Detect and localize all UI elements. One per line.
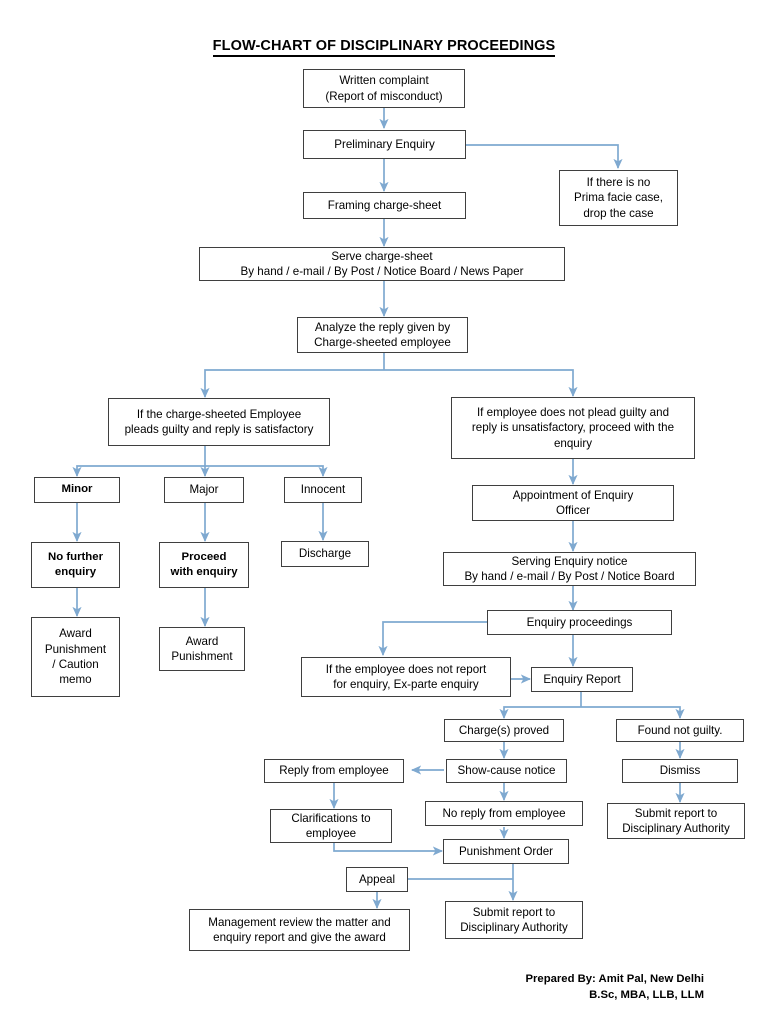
node-preliminary-enquiry[interactable]: Preliminary Enquiry [303,130,466,159]
node-not-plead-guilty-label: If employee does not plead guilty and re… [471,406,675,450]
node-appointment-enquiry-officer[interactable]: Appointment of Enquiry Officer [472,485,674,521]
node-enquiry-report[interactable]: Enquiry Report [531,667,633,692]
node-ex-parte-enquiry[interactable]: If the employee does not report for enqu… [301,657,511,697]
node-discharge-label: Discharge [298,547,352,561]
node-proceed-with-enquiry[interactable]: Proceed with enquiry [159,542,249,588]
node-serving-enquiry-notice[interactable]: Serving Enquiry notice By hand / e-mail … [443,552,696,586]
credit-line-2: B.Sc, MBA, LLB, LLM [589,989,704,1002]
node-no-further-enquiry[interactable]: No further enquiry [31,542,120,588]
node-punishment-order-label: Punishment Order [458,844,554,858]
node-award-punishment-label: Award Punishment [171,634,233,663]
node-dismiss[interactable]: Dismiss [622,759,738,783]
node-written-complaint-label: Written complaint (Report of misconduct) [325,74,443,103]
node-no-reply-from-employee-label: No reply from employee [442,806,566,820]
node-appointment-enquiry-officer-label: Appointment of Enquiry Officer [512,488,634,517]
node-enquiry-proceedings[interactable]: Enquiry proceedings [487,610,672,635]
node-clarifications-to-employee-label: Clarifications to employee [291,811,371,840]
node-clarifications-to-employee[interactable]: Clarifications to employee [270,809,392,843]
node-show-cause-notice-label: Show-cause notice [457,764,556,778]
node-charges-proved[interactable]: Charge(s) proved [444,719,564,742]
node-found-not-guilty-label: Found not guilty. [637,723,723,737]
node-analyze-reply-label: Analyze the reply given by Charge-sheete… [314,320,451,349]
node-enquiry-report-label: Enquiry Report [543,672,621,686]
node-award-punishment-caution-label: Award Punishment / Caution memo [44,627,107,687]
node-award-punishment[interactable]: Award Punishment [159,627,245,671]
node-found-not-guilty[interactable]: Found not guilty. [616,719,744,742]
node-dismiss-label: Dismiss [659,764,701,778]
node-no-prima-facie[interactable]: If there is no Prima facie case, drop th… [559,170,678,226]
node-innocent[interactable]: Innocent [284,477,362,503]
node-minor[interactable]: Minor [34,477,120,503]
node-not-plead-guilty[interactable]: If employee does not plead guilty and re… [451,397,695,459]
node-appeal[interactable]: Appeal [346,867,408,892]
node-preliminary-enquiry-label: Preliminary Enquiry [334,137,435,151]
node-innocent-label: Innocent [300,483,346,497]
node-reply-from-employee-label: Reply from employee [279,764,389,778]
node-major[interactable]: Major [164,477,244,503]
node-submit-report-right[interactable]: Submit report to Disciplinary Authority [607,803,745,839]
node-management-review[interactable]: Management review the matter and enquiry… [189,909,410,951]
node-serve-charge-sheet-label: Serve charge-sheet By hand / e-mail / By… [240,249,524,278]
node-minor-label: Minor [61,483,93,496]
node-ex-parte-enquiry-label: If the employee does not report for enqu… [325,662,487,691]
node-submit-report-right-label: Submit report to Disciplinary Authority [622,806,730,835]
node-written-complaint[interactable]: Written complaint (Report of misconduct) [303,69,465,108]
node-major-label: Major [189,483,219,497]
node-submit-report-bottom[interactable]: Submit report to Disciplinary Authority [445,901,583,939]
node-no-further-enquiry-label: No further enquiry [47,550,104,578]
node-punishment-order[interactable]: Punishment Order [443,839,569,864]
node-analyze-reply[interactable]: Analyze the reply given by Charge-sheete… [297,317,468,353]
node-no-reply-from-employee[interactable]: No reply from employee [425,801,583,826]
node-submit-report-bottom-label: Submit report to Disciplinary Authority [460,905,568,934]
page-title: FLOW-CHART OF DISCIPLINARY PROCEEDINGS [0,38,768,57]
node-pleads-guilty[interactable]: If the charge-sheeted Employee pleads gu… [108,398,330,446]
node-framing-charge-sheet[interactable]: Framing charge-sheet [303,192,466,219]
node-show-cause-notice[interactable]: Show-cause notice [446,759,567,783]
node-award-punishment-caution[interactable]: Award Punishment / Caution memo [31,617,120,697]
node-reply-from-employee[interactable]: Reply from employee [264,759,404,783]
node-framing-charge-sheet-label: Framing charge-sheet [327,198,442,212]
node-serve-charge-sheet[interactable]: Serve charge-sheet By hand / e-mail / By… [199,247,565,281]
node-discharge[interactable]: Discharge [281,541,369,567]
page-title-text: FLOW-CHART OF DISCIPLINARY PROCEEDINGS [212,38,556,57]
node-charges-proved-label: Charge(s) proved [458,723,550,737]
credit-line-1: Prepared By: Amit Pal, New Delhi [525,973,705,985]
node-appeal-label: Appeal [358,872,396,886]
node-enquiry-proceedings-label: Enquiry proceedings [526,615,633,629]
node-pleads-guilty-label: If the charge-sheeted Employee pleads gu… [124,407,314,436]
node-proceed-with-enquiry-label: Proceed with enquiry [170,550,238,578]
node-no-prima-facie-label: If there is no Prima facie case, drop th… [574,176,663,220]
credit-block: Prepared By: Amit Pal, New Delhi B.Sc, M… [448,971,705,1004]
node-management-review-label: Management review the matter and enquiry… [208,915,391,944]
node-serving-enquiry-notice-label: Serving Enquiry notice By hand / e-mail … [464,554,675,583]
